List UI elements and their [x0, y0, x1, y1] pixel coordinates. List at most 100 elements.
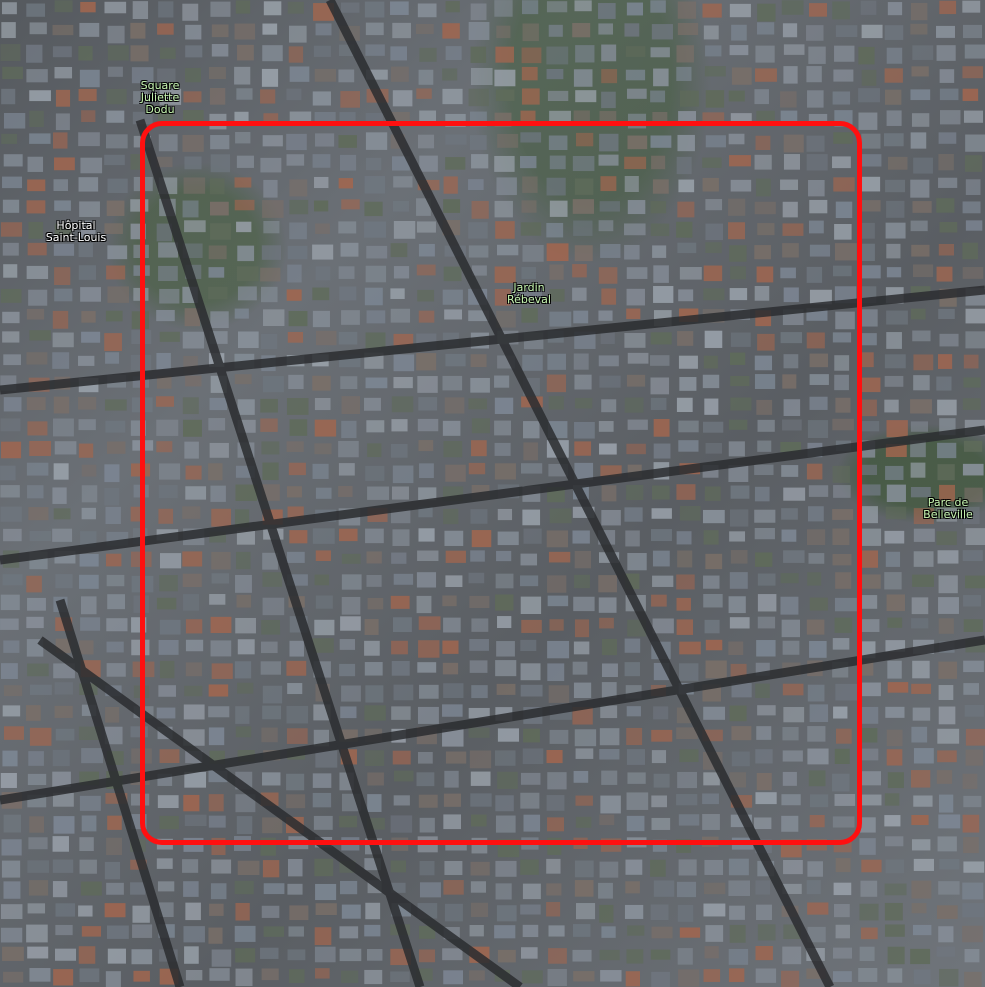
building-block [937, 464, 955, 481]
building-block [367, 794, 382, 812]
building-block [184, 946, 199, 964]
building-block [886, 267, 902, 278]
building-block [729, 45, 749, 56]
building-block [522, 883, 541, 900]
building-block [27, 485, 44, 499]
building-block [755, 880, 771, 895]
building-block [652, 179, 669, 194]
building-block [79, 640, 94, 655]
building-block [755, 792, 777, 805]
building-block [886, 200, 905, 218]
building-block [626, 749, 646, 765]
building-block [677, 550, 693, 568]
building-block [262, 705, 282, 720]
building-block [809, 3, 828, 17]
building-block [364, 662, 383, 676]
building-block [443, 176, 458, 194]
building-block [263, 1, 282, 16]
building-block [678, 179, 695, 193]
building-block [210, 135, 230, 150]
building-block [443, 970, 463, 985]
building-block [185, 639, 204, 652]
building-block [754, 486, 770, 502]
building-block [781, 815, 799, 832]
building-block [55, 728, 75, 741]
building-block [2, 311, 20, 324]
building-block [650, 904, 669, 921]
building-block [494, 463, 516, 480]
building-block [341, 970, 359, 983]
building-block [624, 662, 640, 677]
building-block [156, 376, 172, 389]
building-block [235, 726, 252, 738]
building-block [858, 243, 875, 261]
building-block [754, 464, 774, 476]
building-block [757, 419, 775, 432]
building-block [315, 133, 335, 147]
building-block [677, 201, 695, 218]
building-block [520, 663, 541, 681]
building-block [497, 531, 519, 546]
building-block [26, 397, 46, 411]
building-block [106, 882, 124, 895]
building-block [416, 595, 432, 614]
building-block [418, 751, 433, 764]
building-block [234, 199, 255, 211]
building-block [104, 487, 120, 506]
building-block [314, 176, 329, 189]
building-block [548, 685, 570, 703]
building-block [860, 333, 877, 346]
building-block [704, 946, 719, 959]
building-block [364, 397, 381, 411]
building-block [27, 421, 48, 436]
building-block [107, 45, 129, 61]
building-block [728, 198, 746, 216]
building-block [237, 399, 255, 415]
building-block [835, 728, 852, 744]
building-block [442, 375, 463, 391]
building-block [677, 23, 699, 36]
building-block [624, 507, 643, 522]
building-block [289, 640, 304, 657]
building-block [27, 156, 44, 172]
building-block [936, 507, 958, 522]
building-block [341, 420, 357, 439]
building-block [286, 794, 306, 809]
building-block [521, 970, 543, 984]
building-block [861, 859, 882, 873]
building-block [806, 135, 825, 152]
building-block [781, 529, 797, 542]
building-block [962, 0, 981, 13]
building-block [497, 133, 519, 148]
building-block [705, 443, 722, 454]
building-block [416, 221, 436, 233]
building-block [624, 244, 640, 260]
building-block [963, 377, 981, 388]
building-block [913, 551, 934, 567]
building-block [78, 132, 100, 147]
building-block [600, 176, 617, 192]
building-block [834, 45, 855, 62]
building-block [521, 47, 542, 64]
building-block [182, 3, 199, 21]
building-block [494, 266, 516, 283]
building-block [756, 399, 773, 415]
building-block [289, 66, 310, 82]
building-block [391, 486, 409, 500]
building-block [650, 377, 670, 395]
building-block [315, 550, 331, 562]
building-block [858, 309, 878, 327]
building-block [939, 110, 961, 125]
building-block [938, 618, 954, 634]
building-block [781, 619, 801, 638]
building-block [78, 396, 97, 410]
building-block [575, 795, 593, 806]
building-block [599, 133, 619, 152]
building-block [520, 904, 541, 915]
building-block [106, 110, 125, 123]
building-block [573, 69, 593, 87]
building-block [755, 968, 777, 983]
building-block [470, 793, 492, 807]
building-block [2, 705, 21, 717]
